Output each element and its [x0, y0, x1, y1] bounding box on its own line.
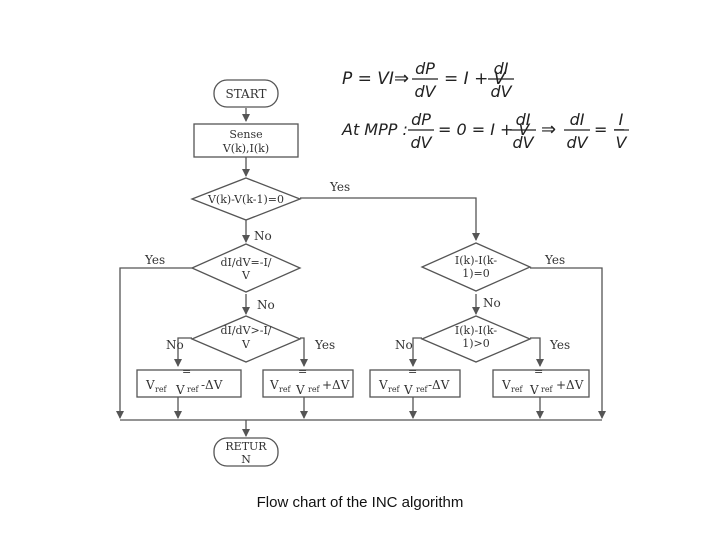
didv-eq-label-1: dI/dV=-I/ — [220, 256, 271, 269]
return-label-2: N — [241, 453, 251, 466]
di-zero-label-2: 1)=0 — [462, 267, 490, 280]
eq2-lhs: At MPP : — [341, 120, 408, 139]
eq2-frac4-den: V — [616, 133, 628, 152]
eq2-frac3-den: dV — [566, 133, 588, 152]
eq1-frac1-num: dP — [415, 59, 435, 78]
eq1-mid: = I + V — [444, 69, 507, 89]
decision-di-gt: I(k)-I(k- 1)>0 — [420, 315, 532, 363]
eq1-frac2-den: dV — [490, 82, 512, 101]
eq2-frac1-num: dP — [411, 110, 431, 129]
eq2-rhs-eq: = − — [594, 120, 626, 139]
label-yes-didv-eq: Yes — [144, 253, 165, 267]
dv-zero-label: V(k)-V(k-1)=0 — [207, 193, 284, 206]
box-dec-a-v1: V — [145, 378, 155, 392]
start-node: START — [213, 79, 279, 108]
eq2-frac1-den: dV — [410, 133, 432, 152]
box-inc-b-sub2: ref — [541, 385, 554, 394]
label-no-di-gt: No — [395, 338, 413, 352]
return-node: RETUR N — [213, 437, 279, 467]
eq2-frac2-den: dV — [512, 133, 534, 152]
box-inc-a-v2: V — [295, 383, 305, 397]
box-inc-a-v1: V — [269, 378, 279, 392]
di-zero-label-1: I(k)-I(k- — [455, 254, 497, 267]
decision-didv-gt: dI/dV>-I/ V — [190, 315, 302, 363]
sense-label-1: Sense — [229, 128, 262, 141]
eq1-frac2-num: dI — [494, 59, 509, 78]
figure-caption: Flow chart of the INC algorithm — [256, 494, 464, 511]
label-no-dv-zero: No — [254, 229, 272, 243]
box-inc-b-sub1: ref — [511, 385, 524, 394]
sense-label-2: V(k),I(k) — [222, 142, 269, 155]
box-inc-a-sub2: ref — [308, 385, 321, 394]
box-inc-b-v1: V — [501, 378, 511, 392]
decision-dv-zero: V(k)-V(k-1)=0 — [190, 177, 302, 221]
box-dec-a-v2: V — [175, 383, 185, 397]
box-dec-a-eq: = — [182, 365, 191, 378]
didv-gt-label-2: V — [241, 338, 251, 351]
label-yes-di-zero: Yes — [544, 253, 565, 267]
eq2-mid: = 0 = I + V — [438, 120, 531, 139]
box-increase-b: = V ref V ref +ΔV — [492, 365, 590, 398]
box-increase-a: = V ref V ref +ΔV — [262, 365, 354, 398]
box-dec-b-sub1: ref — [388, 385, 401, 394]
di-gt-label-1: I(k)-I(k- — [455, 324, 497, 337]
eq2-frac2-num: dI — [516, 110, 531, 129]
label-yes-dv-zero: Yes — [329, 180, 350, 194]
box-inc-b-delta: +ΔV — [556, 378, 584, 392]
box-dec-b-v1: V — [378, 378, 388, 392]
connectors — [116, 108, 606, 437]
eq1-frac1-den: dV — [414, 82, 436, 101]
box-dec-a-delta: -ΔV — [201, 378, 223, 392]
eq1-lhs: P = VI — [342, 69, 394, 89]
box-dec-a-sub2: ref — [187, 385, 200, 394]
start-label: START — [225, 87, 266, 101]
box-dec-b-sub2: ref — [416, 385, 429, 394]
return-label-1: RETUR — [225, 440, 267, 453]
eq2-frac3-num: dI — [570, 110, 585, 129]
box-dec-a-sub1: ref — [155, 385, 168, 394]
equation-2: At MPP : dP dV = 0 = I + V dI dV ⇒ dI dV… — [341, 110, 629, 152]
didv-eq-label-2: V — [241, 269, 251, 282]
label-no-didv-gt: No — [166, 338, 184, 352]
equation-1: P = VI ⇒ dP dV = I + V dI dV — [342, 59, 514, 101]
decision-di-zero: I(k)-I(k- 1)=0 — [420, 242, 532, 292]
branch-labels: Yes No Yes No No Yes Yes No No Yes — [144, 180, 570, 352]
eq1-arrow: ⇒ — [394, 68, 409, 89]
box-inc-b-v2: V — [529, 383, 539, 397]
box-inc-a-delta: +ΔV — [322, 378, 350, 392]
decision-didv-eq: dI/dV=-I/ V — [190, 243, 302, 293]
box-dec-b-v2: V — [403, 383, 413, 397]
box-decrease-a: = V ref V ref -ΔV — [136, 365, 242, 398]
box-dec-b-delta: -ΔV — [428, 378, 450, 392]
eq2-frac4-num: I — [619, 110, 624, 129]
sense-box: Sense V(k),I(k) — [193, 123, 299, 158]
label-no-didv-eq: No — [257, 298, 275, 312]
box-inc-b-eq: = — [534, 365, 543, 378]
box-decrease-b: = V ref V ref -ΔV — [369, 365, 461, 398]
di-gt-label-2: 1)>0 — [462, 337, 490, 350]
box-inc-a-sub1: ref — [279, 385, 292, 394]
label-no-di-zero: No — [483, 296, 501, 310]
didv-gt-label-1: dI/dV>-I/ — [220, 324, 271, 337]
eq2-arrow: ⇒ — [541, 119, 556, 140]
equation-block: P = VI ⇒ dP dV = I + V dI dV At MPP : dP… — [341, 59, 629, 152]
label-yes-di-gt: Yes — [549, 338, 570, 352]
label-yes-didv-gt: Yes — [314, 338, 335, 352]
box-inc-a-eq: = — [298, 365, 307, 378]
box-dec-b-eq: = — [408, 365, 417, 378]
